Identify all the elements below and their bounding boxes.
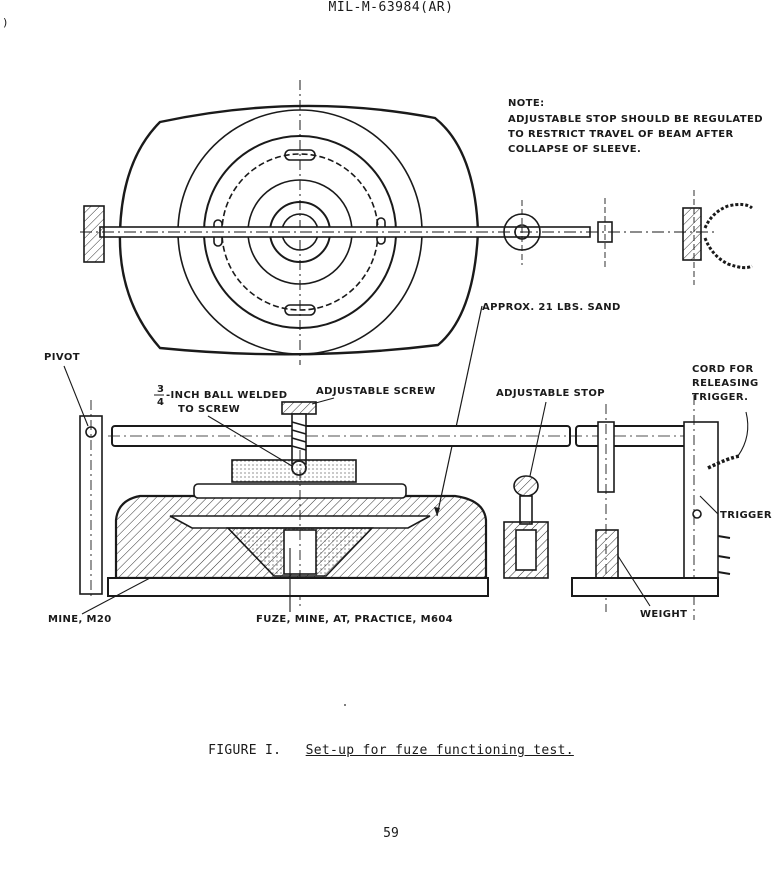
side-cord — [707, 454, 741, 470]
figure-caption-text: Set-up for fuze functioning test. — [305, 743, 574, 758]
base-plate-left — [107, 577, 489, 597]
label-weight: WEIGHT — [640, 609, 687, 620]
plan-view — [80, 80, 753, 365]
label-cord-2: RELEASING — [692, 378, 759, 389]
plan-pivot-block — [83, 205, 105, 263]
label-cord-3: TRIGGER. — [692, 392, 748, 403]
mine-pressure-ring — [169, 515, 431, 529]
label-adjustable-screw: ADJUSTABLE SCREW — [316, 386, 436, 397]
fuze-test-setup-figure: NOTE: ADJUSTABLE STOP SHOULD BE REGULATE… — [44, 80, 772, 625]
label-ball-fraction-den: 4 — [157, 397, 164, 408]
trigger-post — [683, 421, 719, 579]
label-fuze: FUZE, MINE, AT, PRACTICE, M604 — [256, 614, 453, 625]
leader-sand — [436, 305, 483, 517]
label-cord-1: CORD FOR — [692, 364, 754, 375]
scan-speck — [344, 704, 346, 706]
mine-plan-outline — [118, 104, 480, 356]
label-ball-fraction-num: 3 — [157, 384, 164, 395]
weight-block — [595, 529, 619, 581]
label-approx-sand: APPROX. 21 LBS. SAND — [482, 302, 621, 313]
margin-mark: ) — [2, 16, 9, 29]
plan-slot-top — [284, 149, 316, 161]
document-header: MIL-M-63984(AR) — [328, 0, 454, 15]
note-title: NOTE: — [508, 98, 545, 109]
note-line-2: TO RESTRICT TRAVEL OF BEAM AFTER — [508, 129, 734, 140]
label-adjustable-stop: ADJUSTABLE STOP — [496, 388, 605, 399]
label-mine: MINE, M20 — [48, 614, 112, 625]
plan-cord-upper — [703, 202, 753, 229]
note-line-3: COLLAPSE OF SLEEVE. — [508, 144, 641, 155]
figure-caption-label: FIGURE I. — [208, 743, 282, 758]
label-ball-line-2: TO SCREW — [178, 404, 240, 415]
adjustable-stop-screw — [519, 495, 533, 525]
adjustable-stop-knob — [513, 475, 539, 497]
plan-slot-bottom — [284, 304, 316, 316]
label-ball-line-1: -INCH BALL WELDED — [166, 390, 287, 401]
page-number: 59 — [383, 826, 399, 841]
label-trigger: TRIGGER — [720, 510, 772, 521]
note-line-1: ADJUSTABLE STOP SHOULD BE REGULATED — [508, 114, 763, 125]
trigger-pin — [692, 509, 702, 519]
figure-caption: FIGURE I. Set-up for fuze functioning te… — [0, 743, 782, 758]
adjustable-screw-head — [281, 401, 317, 415]
plan-cord-lower — [703, 237, 753, 270]
side-view — [79, 395, 741, 620]
note-block: NOTE: ADJUSTABLE STOP SHOULD BE REGULATE… — [508, 98, 763, 155]
label-pivot: PIVOT — [44, 352, 80, 363]
base-plate-right — [571, 577, 719, 597]
pressure-plate — [231, 459, 357, 483]
plan-trigger-block — [682, 207, 702, 261]
